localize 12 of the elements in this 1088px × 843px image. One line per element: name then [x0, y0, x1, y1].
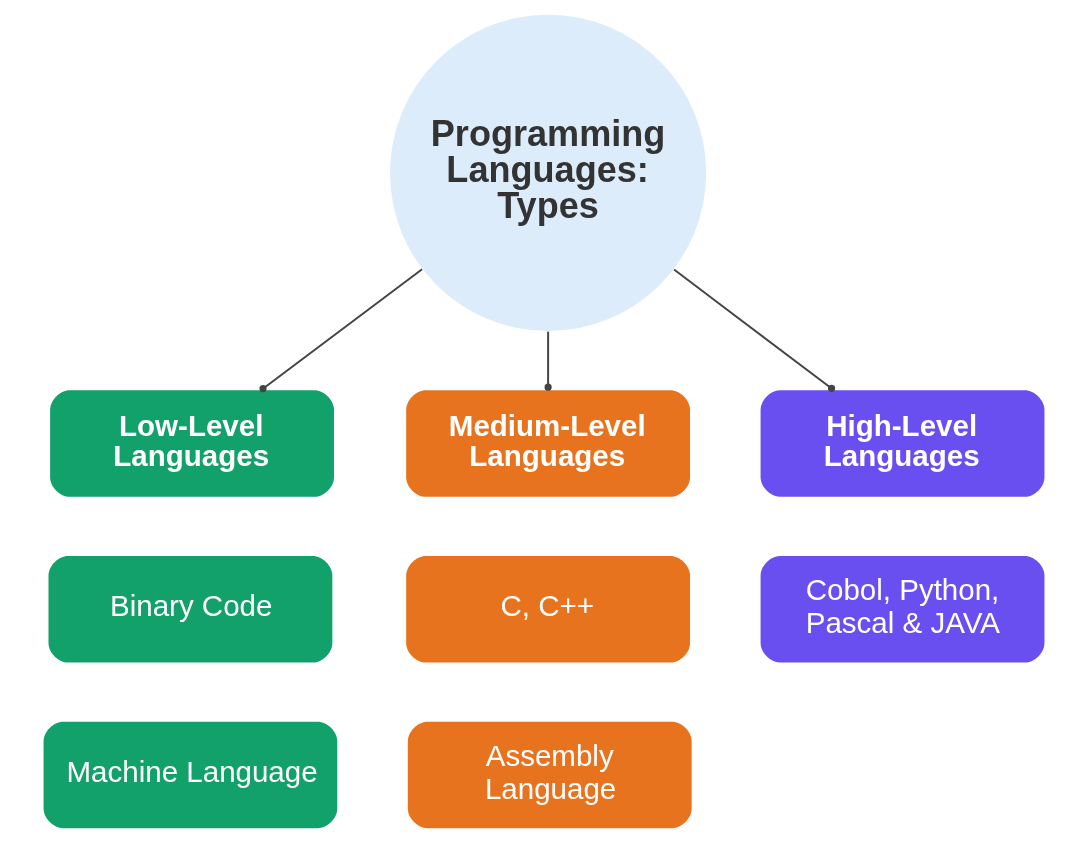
connector: [673, 268, 836, 392]
connector: [259, 268, 424, 393]
node-circle: Programming Languages: Types: [390, 14, 707, 332]
node-box: Assembly Language: [407, 721, 692, 829]
node-box: Medium-Level Languages: [406, 390, 691, 497]
node-box: High-Level Languages: [760, 390, 1045, 497]
node-box: Machine Language: [43, 721, 338, 829]
connector: [544, 330, 552, 391]
node-box: Low-Level Languages: [50, 390, 334, 497]
node-box: Binary Code: [48, 555, 333, 663]
node-box: C, C++: [406, 555, 691, 663]
node-box: Cobol, Python, Pascal & JAVA: [760, 555, 1045, 663]
